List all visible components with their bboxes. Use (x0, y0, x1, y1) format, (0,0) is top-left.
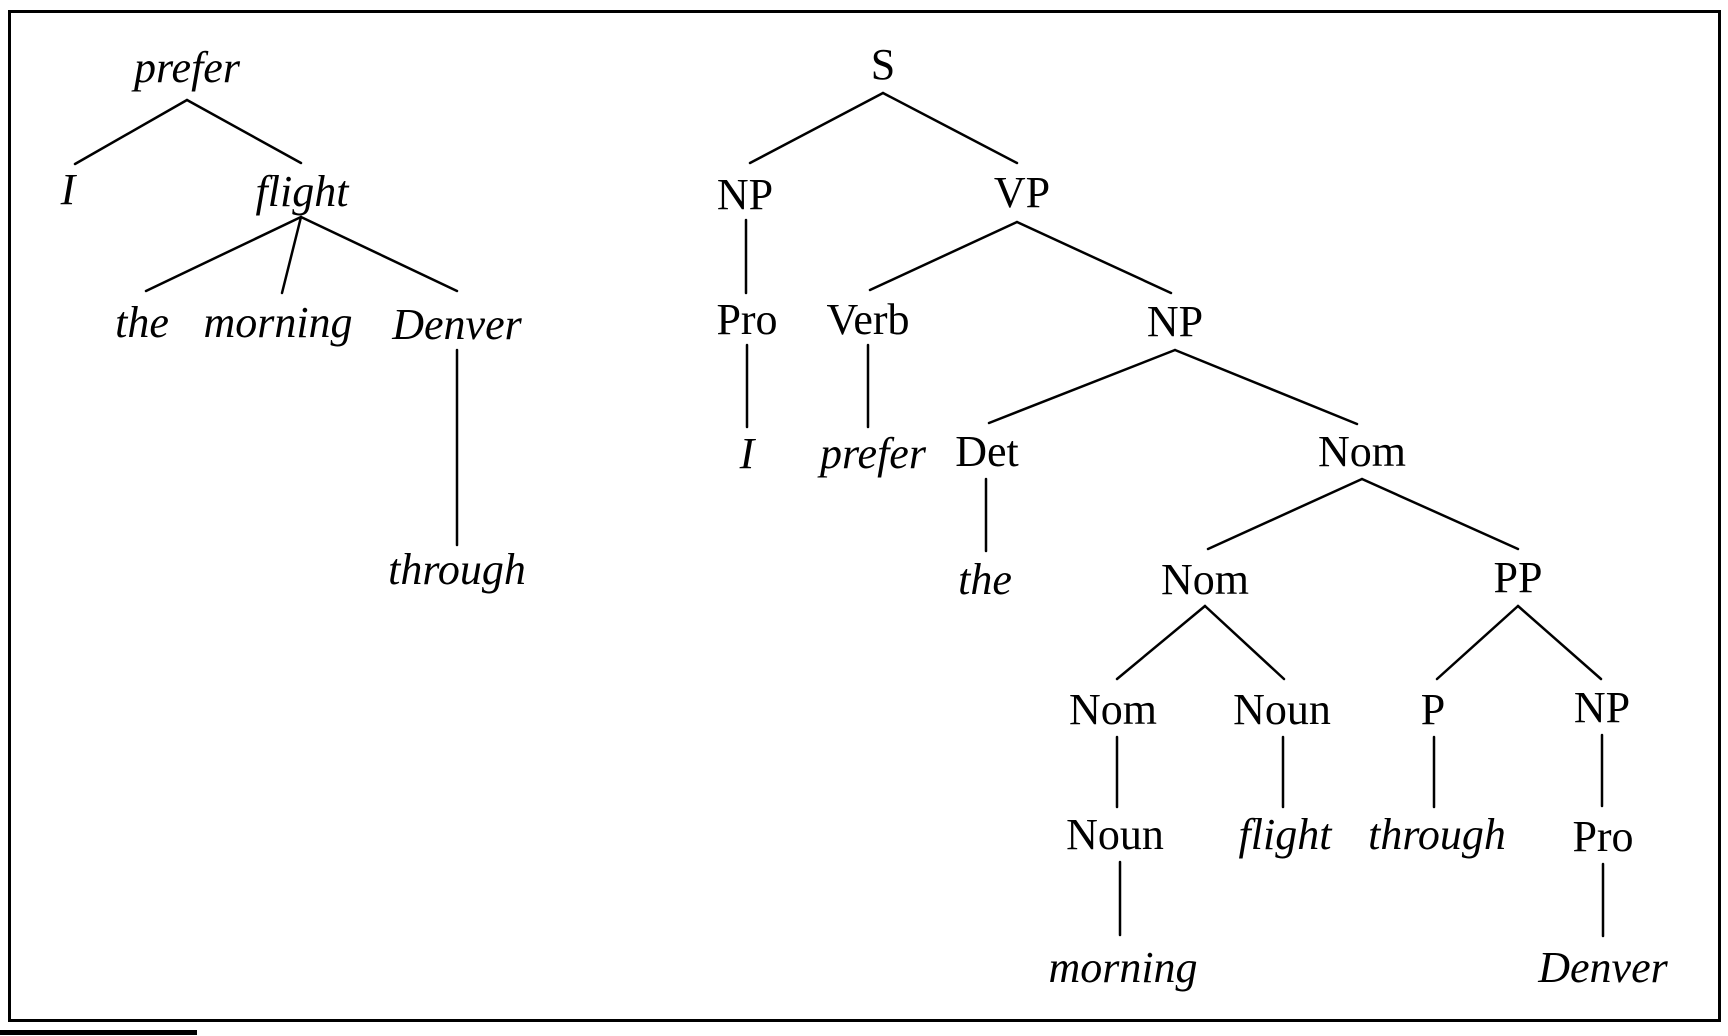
edge-prefer-i (73, 98, 189, 166)
edge-np2-nom1 (1173, 348, 1359, 426)
right-tree-node-noun1: Noun (1233, 685, 1331, 734)
edge-flight-the (144, 215, 303, 293)
edge-vp-np2 (1015, 220, 1173, 295)
right-tree-node-np2: NP (1146, 297, 1204, 346)
edge-nom1-pp (1360, 477, 1520, 551)
right-tree-node-prefer: prefer (820, 429, 926, 478)
right-tree-node-det: Det (955, 427, 1019, 476)
footnote-rule (0, 1030, 197, 1035)
left-tree-node-prefer: prefer (134, 43, 240, 92)
left-tree-node-morning: morning (203, 298, 353, 347)
edge-flight-morning (280, 215, 303, 295)
edge-nom2-nom3 (1115, 604, 1207, 681)
edge-s-vp (881, 91, 1019, 165)
left-tree-node-i: I (60, 165, 76, 214)
edge-flight-denver (299, 215, 459, 293)
right-tree-node-vp: VP (993, 168, 1051, 217)
figure-border (8, 10, 1721, 1022)
right-tree-node-p: P (1420, 685, 1446, 734)
right-tree-node-nom3: Nom (1069, 685, 1157, 734)
right-tree-node-through: through (1368, 810, 1506, 859)
right-tree-node-denver: Denver (1538, 943, 1668, 992)
left-tree-node-the: the (115, 298, 169, 347)
right-tree-node-nom1: Nom (1318, 427, 1406, 476)
right-tree-node-flight: flight (1238, 810, 1332, 859)
left-tree-node-through: through (388, 545, 526, 594)
right-tree-node-i: I (739, 429, 755, 478)
right-tree-node-s: S (870, 40, 896, 89)
left-tree-node-flight: flight (255, 167, 349, 216)
edge-s-np (748, 91, 885, 165)
right-tree-node-verb: Verb (826, 295, 910, 344)
left-tree-node-denver: Denver (392, 300, 522, 349)
edge-nom2-noun1 (1203, 604, 1286, 681)
edge-pp-p (1435, 604, 1520, 681)
right-tree-node-morning: morning (1048, 943, 1198, 992)
edge-np2-det (987, 348, 1177, 425)
right-tree-node-np1: NP (716, 170, 774, 219)
edge-prefer-flight (185, 98, 303, 165)
right-tree-node-noun2: Noun (1066, 810, 1164, 859)
right-tree-node-the: the (958, 555, 1012, 604)
right-tree-node-pro2: Pro (1572, 812, 1634, 861)
edge-nom1-nom2 (1206, 477, 1364, 551)
edge-vp-verb (868, 220, 1019, 292)
right-tree-node-pro1: Pro (716, 295, 778, 344)
edge-pp-np3 (1516, 604, 1603, 681)
right-tree-node-np3: NP (1573, 683, 1631, 732)
right-tree-node-nom2: Nom (1161, 555, 1249, 604)
right-tree-node-pp: PP (1493, 553, 1543, 602)
